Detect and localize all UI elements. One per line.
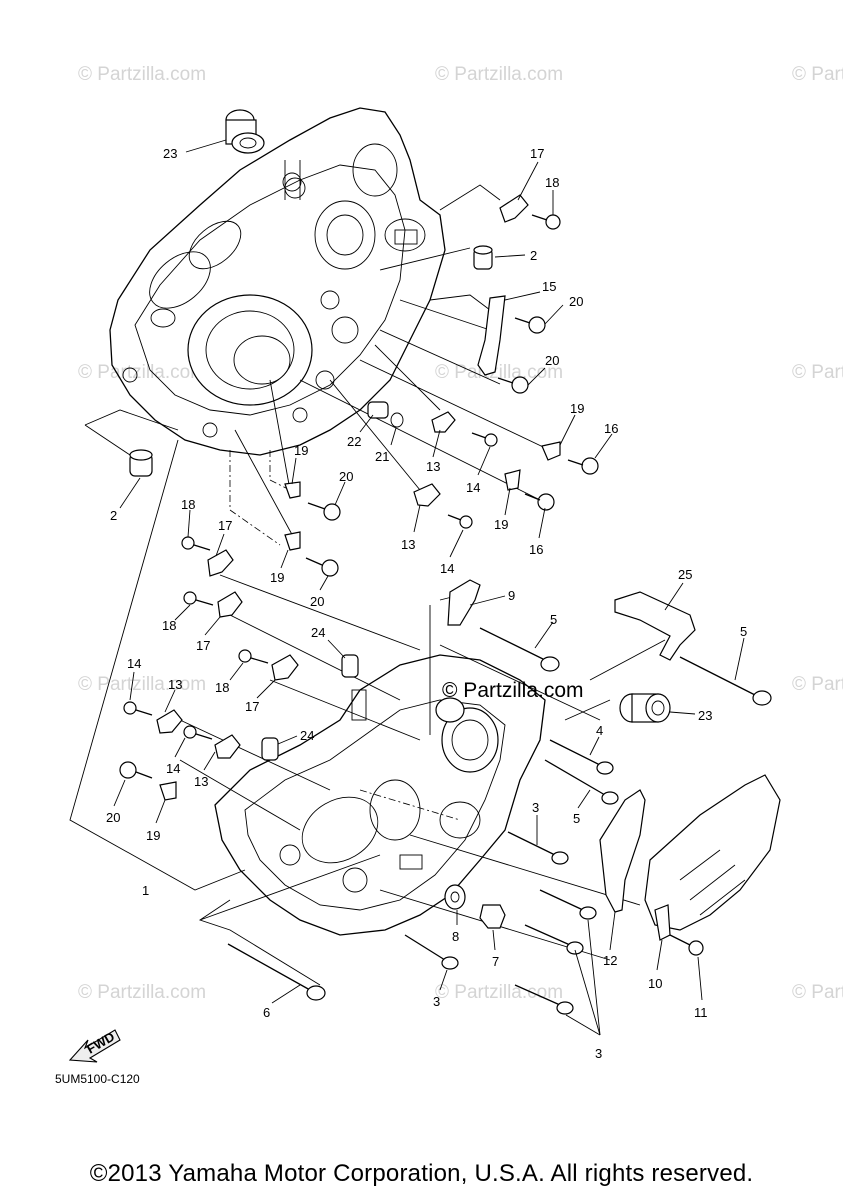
callout-18: 18 — [545, 175, 559, 190]
callout-13: 13 — [168, 677, 182, 692]
callout-2: 2 — [110, 508, 117, 523]
callout-20: 20 — [310, 594, 324, 609]
callout-17: 17 — [218, 518, 232, 533]
callout-20: 20 — [339, 469, 353, 484]
callout-10: 10 — [648, 976, 662, 991]
watermark-top-left: © Partzilla.com — [78, 64, 206, 85]
watermark-lower-right: © Partzilla.com — [792, 674, 843, 695]
callout-7: 7 — [492, 954, 499, 969]
lower-parts — [119, 579, 781, 1015]
callout-20: 20 — [569, 294, 583, 309]
watermark-mid-right: © Partzilla.com — [792, 362, 843, 383]
callout-24: 24 — [311, 625, 325, 640]
fwd-arrow-icon: FWD — [68, 1029, 121, 1063]
watermark-bottom-center: © Partzilla.com — [435, 982, 563, 1003]
callout-20: 20 — [545, 353, 559, 368]
callout-13: 13 — [426, 459, 440, 474]
upper-leader-lines — [69, 184, 561, 891]
crankcase-right-half — [214, 654, 546, 936]
callout-22: 22 — [347, 434, 361, 449]
watermark-lower-left: © Partzilla.com — [78, 674, 206, 695]
callout-13: 13 — [401, 537, 415, 552]
callout-20: 20 — [106, 810, 120, 825]
callout-19: 19 — [494, 517, 508, 532]
callout-18: 18 — [162, 618, 176, 633]
callout-8: 8 — [452, 929, 459, 944]
crankcase-left-half — [109, 107, 446, 456]
callout-3: 3 — [595, 1046, 602, 1061]
watermark-mid-center: © Partzilla.com — [435, 362, 563, 383]
callout-5: 5 — [573, 811, 580, 826]
callout-3: 3 — [433, 994, 440, 1009]
upper-parts — [129, 109, 599, 577]
diagram-code: 5UM5100-C120 — [55, 1072, 140, 1086]
callout-16: 16 — [604, 421, 618, 436]
lower-leader-lines — [179, 574, 666, 986]
callout-16: 16 — [529, 542, 543, 557]
callout-14: 14 — [466, 480, 480, 495]
callout-21: 21 — [375, 449, 389, 464]
callout-5: 5 — [740, 624, 747, 639]
callout-23: 23 — [163, 146, 177, 161]
callout-19: 19 — [570, 401, 584, 416]
bushing-23a — [225, 109, 265, 154]
watermark-bottom-right: © Partzilla.com — [792, 982, 843, 1003]
callout-19: 19 — [146, 828, 160, 843]
watermark-top-right: © Partzilla.com — [792, 64, 843, 85]
watermark-bottom-left: © Partzilla.com — [78, 982, 206, 1003]
callout-14: 14 — [127, 656, 141, 671]
callout-9: 9 — [508, 588, 515, 603]
callout-17: 17 — [245, 699, 259, 714]
watermark-top-center: © Partzilla.com — [435, 64, 563, 85]
callout-25: 25 — [678, 567, 692, 582]
callout-4: 4 — [596, 723, 603, 738]
copyright-notice: ©2013 Yamaha Motor Corporation, U.S.A. A… — [89, 1160, 754, 1187]
callout-17: 17 — [530, 146, 544, 161]
callout-labels: 23 17 18 2 15 20 20 19 16 22 21 13 14 2 … — [106, 139, 747, 1061]
callout-14: 14 — [166, 761, 180, 776]
callout-15: 15 — [542, 279, 556, 294]
callout-5: 5 — [550, 612, 557, 627]
callout-23: 23 — [698, 708, 712, 723]
watermark-mid-left: © Partzilla.com — [78, 362, 206, 383]
callout-17: 17 — [196, 638, 210, 653]
callout-24: 24 — [300, 728, 314, 743]
center-watermark: © Partzilla.com — [442, 679, 584, 702]
callout-14: 14 — [440, 561, 454, 576]
callout-2: 2 — [530, 248, 537, 263]
callout-3: 3 — [532, 800, 539, 815]
callout-12: 12 — [603, 953, 617, 968]
callout-11: 11 — [694, 1005, 708, 1020]
callout-19: 19 — [270, 570, 284, 585]
callout-13: 13 — [194, 774, 208, 789]
callout-6: 6 — [263, 1005, 270, 1020]
callout-1: 1 — [142, 883, 149, 898]
callout-18: 18 — [215, 680, 229, 695]
callout-18: 18 — [181, 497, 195, 512]
callout-19: 19 — [294, 443, 308, 458]
watermarks: © Partzilla.com © Partzilla.com © Partzi… — [78, 64, 843, 1003]
